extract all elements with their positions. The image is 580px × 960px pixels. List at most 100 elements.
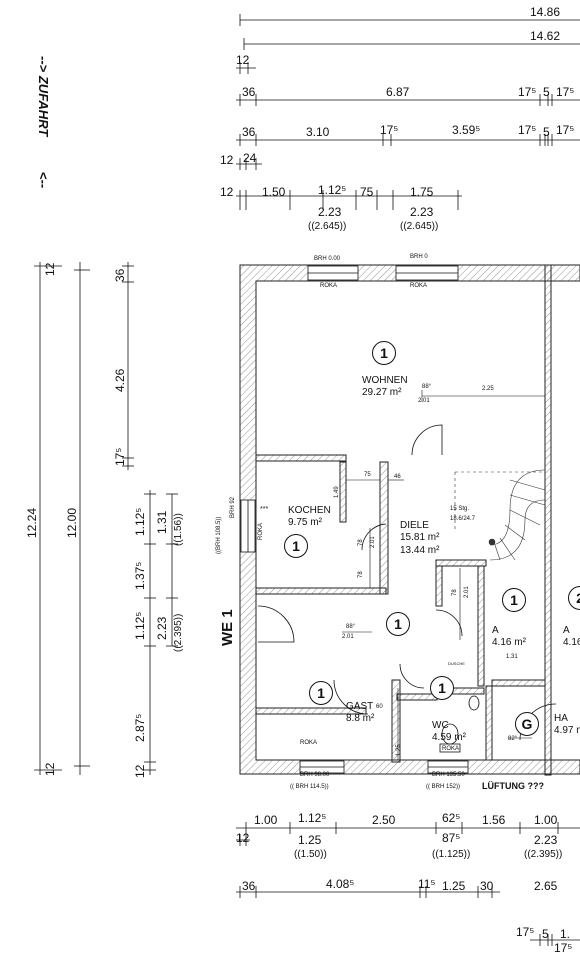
dim-text: 1. [560,927,571,941]
dim-text: 24 [243,151,257,165]
dim-text: 12 [220,185,234,199]
dim-text: 11⁵ [418,877,436,891]
top-dimension-lines [236,14,580,210]
room-area: 15.81 m² [400,532,440,543]
brh-note: BRH 98.00 [300,772,330,778]
room-area: 13.44 m² [400,545,440,556]
dim-text: 1.12⁵ [298,811,327,825]
dim-text: 36 [242,125,256,139]
dusche-label: DUSCHE [448,661,465,666]
roka-label: ROKA [300,740,318,746]
dim-total-inner: 14.62 [530,29,561,43]
room-name: KOCHEN [288,505,331,516]
room-name: A [563,625,570,636]
room-number: 1 [386,612,410,636]
room-number: 1 [430,676,454,700]
dim-text: 5 [543,125,550,139]
dim-text: ((1.125)) [432,849,471,860]
dim-text: 12 [236,53,250,67]
brh-note: BRH 0.00 [314,256,341,262]
stairs [454,469,546,561]
room-area: 9.75 m² [288,517,322,528]
dim-text: 12 [236,831,250,845]
dim-text: ((1.50)) [294,849,327,860]
dim-text: 1.56 [482,813,506,827]
dim-text: 4.08⁵ [326,877,355,891]
room-name: A [492,625,499,636]
dim-text: 5 [542,927,549,941]
walls [239,264,580,776]
a-dim: 1.31 [506,654,518,660]
room-area: 29.27 m² [362,387,402,398]
dim-text: 12 [220,153,234,167]
dim-text: ((2.645)) [308,221,347,232]
wohnen-door-height: 2.01 [418,398,430,404]
room-area: 4.16 [563,637,580,648]
dim-text: 6.87 [386,85,410,99]
dim-text: 17⁵ [516,925,535,939]
room-name: GAST [346,701,374,712]
dim-text: 36 [242,85,256,99]
diele-door-angle: 88° [346,624,356,630]
left-dimension-lines [34,262,178,775]
dim-text: 1.00 [534,813,558,827]
wohnen-door-angle: 88° [422,384,432,390]
room-name: HA [554,713,568,724]
brh-note: BRH 135.50 [432,772,465,778]
room-name: WOHNEN [362,375,408,386]
dim-text: 87⁵ [442,831,461,845]
dim-text: 3.59⁵ [452,123,481,137]
room-area: 4.97 m [554,725,580,736]
roka-label: ROKA [320,283,338,289]
dim-text: ((2.645)) [400,221,439,232]
dim-text: 17⁵ [380,123,399,137]
dim-text: 1.75 [410,185,434,199]
dim-text: 1.25 [442,879,466,893]
kitchen-dim: 46 [394,474,401,480]
dim-text: ((2.395)) [524,849,563,860]
stairs-ratio: 18.6/24.7 [450,516,476,522]
stars-note: *** [260,506,269,513]
room-name: DIELE [400,520,429,531]
dim-text: 30 [480,879,494,893]
room-name: WC [432,720,449,731]
ha-door-angle: 82° [508,736,518,742]
room-number: 1 [309,681,333,705]
dim-text: 17⁵ [556,123,575,137]
dim-text: 2.65 [534,879,558,893]
gast-dim: 60 [376,704,383,710]
dim-text: 36 [242,879,256,893]
dim-text: 1.25 [298,833,322,847]
room-number: G [515,712,539,736]
lueftung-note: LÜFTUNG ??? [482,781,544,791]
dim-text: 1.00 [254,813,278,827]
windows [240,265,469,774]
wc-fixture [439,695,480,753]
dim-text: 2.23 [534,833,558,847]
dim-text: 62⁵ [442,811,461,825]
wohnen-dim: 2.25 [482,386,494,392]
dim-text: 75 [360,185,374,199]
brh-note: (( BRH 114.5)) [290,784,329,790]
brh-note: (( BRH 152)) [426,784,461,790]
dim-text: 1.12⁵ [318,183,347,197]
dim-text: 17⁵ [518,85,537,99]
roka-label: ROKA [410,283,428,289]
interior-dimension-lines [342,390,545,760]
room-area: 4.59 m² [432,732,466,743]
brh-note: BRH 0 [410,254,428,260]
dim-text: 5 [543,85,550,99]
room-area: 4.16 m² [492,637,526,648]
room-number: 1 [284,534,308,558]
dim-text: 17⁵ [518,123,537,137]
room-number: 1 [372,341,396,365]
dim-text: 17⁵ [554,941,573,955]
kitchen-dim: 75 [364,472,371,478]
dim-text: 3.10 [306,125,330,139]
dim-total-outer: 14.86 [530,5,561,19]
stairs-label: 15 Stg. [450,506,470,512]
dim-text: 17⁵ [556,85,575,99]
dim-text: 2.23 [410,205,434,219]
dim-text: 1.50 [262,185,286,199]
